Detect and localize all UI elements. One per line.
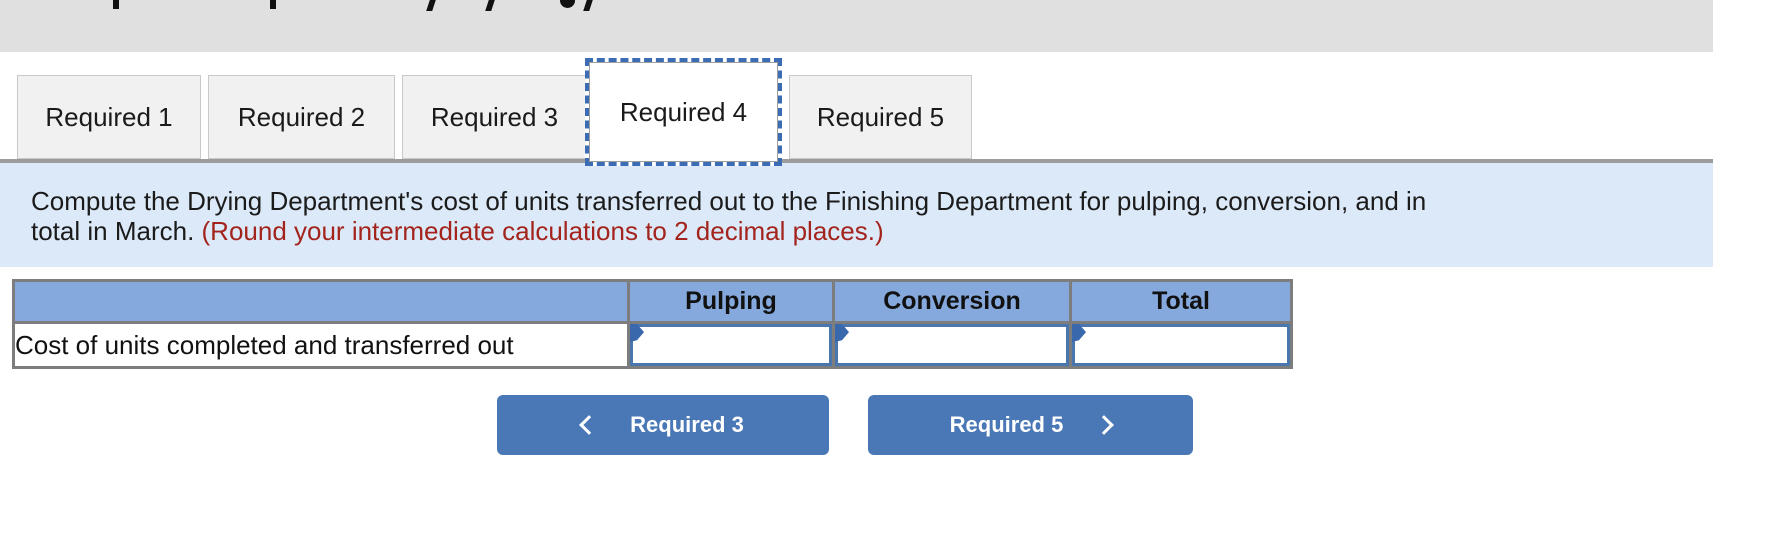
prev-button-label: Required 3: [630, 412, 744, 437]
clipped-heading-fragment: [560, 0, 575, 8]
next-required-button[interactable]: Required 5: [868, 395, 1193, 455]
clipped-heading-fragment: [485, 0, 495, 11]
tab-strip-divider: [0, 159, 1713, 163]
top-bar: [0, 0, 1713, 52]
header-blank: [12, 279, 630, 324]
cell-pulping: [627, 321, 835, 369]
clipped-heading-fragment: [270, 0, 276, 9]
cost-table-header-row: Pulping Conversion Total: [12, 279, 1293, 324]
chevron-right-icon: [1094, 415, 1115, 435]
instruction-text-line1: Compute the Drying Department's cost of …: [31, 186, 1427, 216]
instruction-panel: Compute the Drying Department's cost of …: [0, 163, 1713, 267]
instruction-text-line2: total in March.: [31, 216, 202, 246]
tab-required-1[interactable]: Required 1: [17, 75, 201, 159]
pulping-input[interactable]: [631, 325, 831, 365]
prev-required-button[interactable]: Required 3: [497, 395, 829, 455]
conversion-input[interactable]: [836, 325, 1068, 365]
tab-required-4-active[interactable]: Required 4: [585, 58, 782, 166]
header-total: Total: [1069, 279, 1293, 324]
instruction-rounding-note: (Round your intermediate calculations to…: [201, 216, 884, 246]
total-input[interactable]: [1073, 325, 1289, 365]
table-row: Cost of units completed and transferred …: [12, 321, 1293, 369]
clipped-heading-fragment: [426, 0, 436, 11]
next-button-label: Required 5: [949, 412, 1064, 437]
clipped-heading-fragment: [583, 0, 593, 11]
row-label: Cost of units completed and transferred …: [12, 321, 630, 369]
header-conversion: Conversion: [832, 279, 1072, 324]
cell-total: [1069, 321, 1293, 369]
tab-required-3[interactable]: Required 3: [402, 75, 587, 159]
cost-table: Pulping Conversion Total Cost of units c…: [12, 279, 1293, 369]
clipped-heading-fragment: [113, 0, 119, 9]
header-pulping: Pulping: [627, 279, 835, 324]
cell-conversion: [832, 321, 1072, 369]
tab-required-2[interactable]: Required 2: [208, 75, 395, 159]
tab-required-5[interactable]: Required 5: [789, 75, 972, 159]
chevron-left-icon: [579, 415, 600, 435]
